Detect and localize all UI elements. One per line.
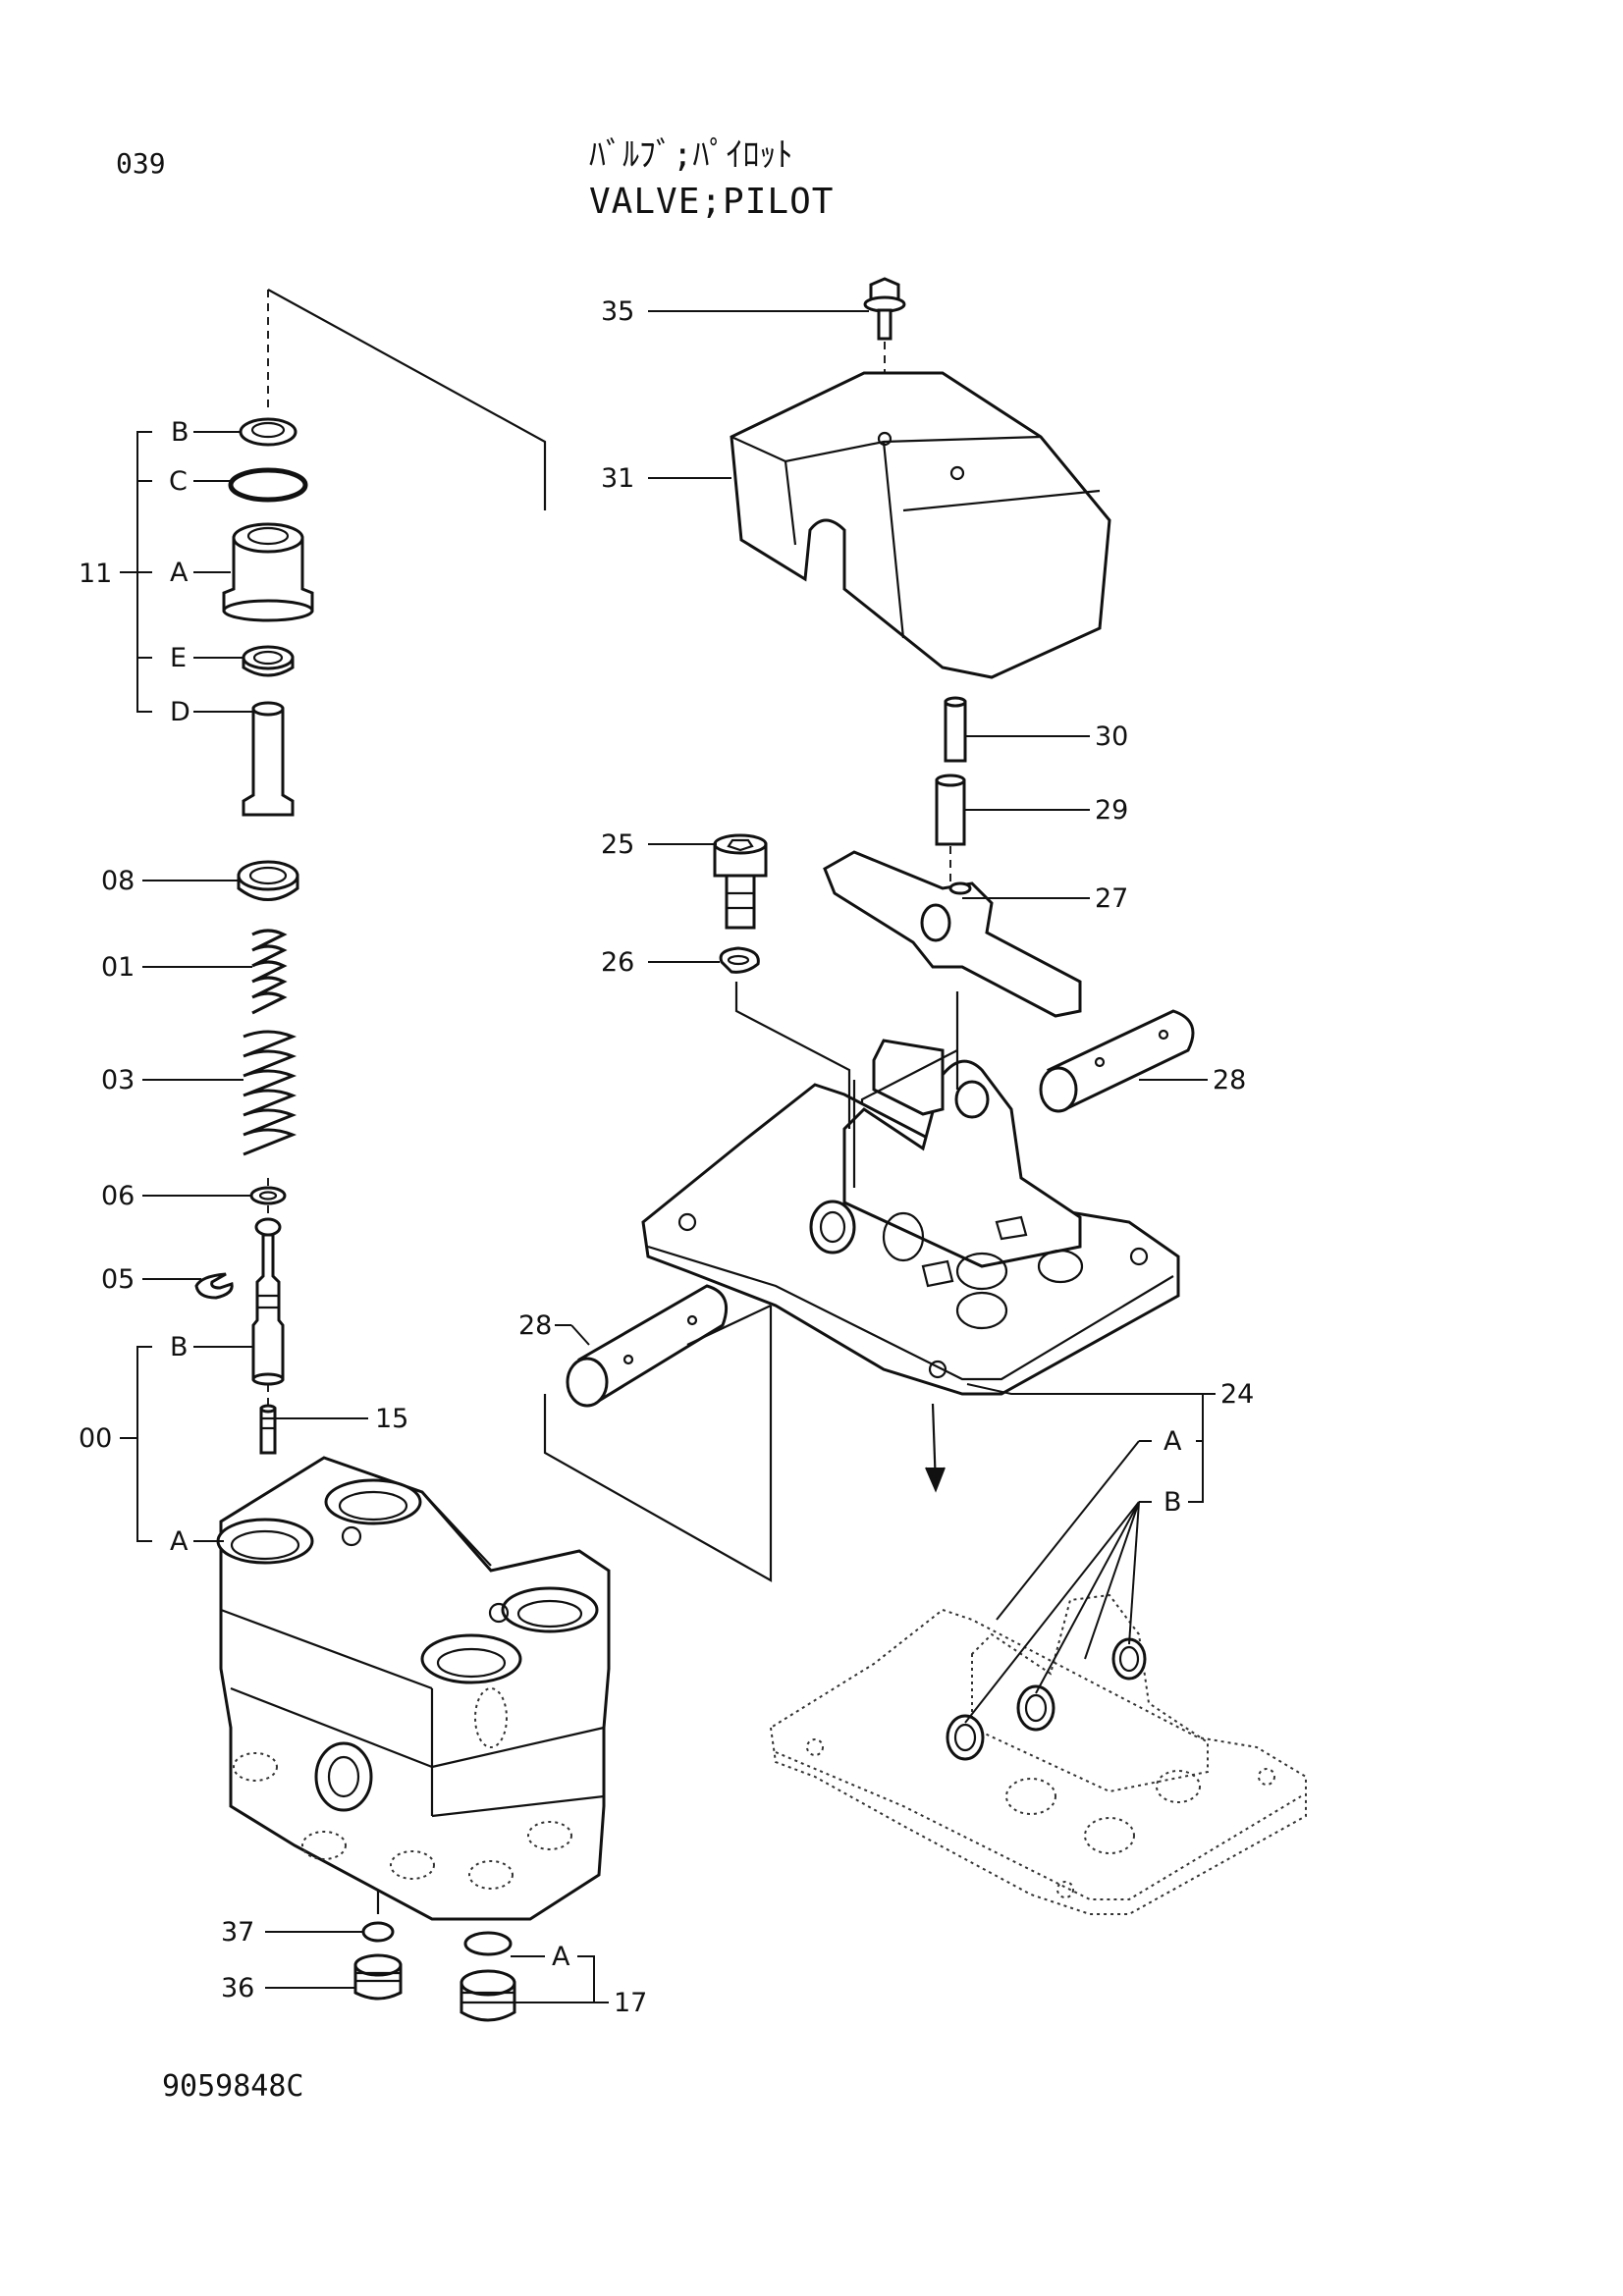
leader-lines <box>120 310 1216 2003</box>
part-24-base <box>641 1039 1180 1396</box>
page-number: 039 <box>116 147 166 180</box>
guide-lines-right <box>543 982 959 1582</box>
callout-28-lower: 28 <box>518 1310 552 1341</box>
callout-11-c: C <box>169 466 188 497</box>
callout-29: 29 <box>1095 795 1128 826</box>
part-03-spring <box>243 1030 298 1156</box>
callout-00-b: B <box>170 1332 189 1362</box>
callout-11-a: A <box>170 558 189 588</box>
down-arrow-icon <box>925 1403 946 1493</box>
part-36-plug <box>353 1953 403 2001</box>
callout-28-upper: 28 <box>1213 1065 1246 1095</box>
part-17a-oring <box>463 1931 513 1956</box>
part-11e-ring <box>242 645 295 677</box>
callout-26: 26 <box>601 947 634 978</box>
part-11c-oring <box>228 467 308 503</box>
callout-30: 30 <box>1095 721 1128 752</box>
part-11b-ring <box>239 417 298 447</box>
part-31-cover <box>730 371 1111 679</box>
callout-27: 27 <box>1095 883 1128 914</box>
callout-11: 11 <box>79 559 112 589</box>
part-30-pin <box>944 696 967 763</box>
callout-01: 01 <box>101 952 135 983</box>
title-english: VALVE;PILOT <box>589 182 835 222</box>
drawing-number: 9059848C <box>162 2069 304 2104</box>
part-37-oring <box>361 1921 395 1943</box>
callout-24-b: B <box>1163 1487 1182 1518</box>
callout-24: 24 <box>1220 1379 1254 1410</box>
part-05-clip <box>194 1272 234 1300</box>
part-11d-sleeve <box>242 701 295 817</box>
callout-17: 17 <box>614 1988 647 2018</box>
part-15-pin <box>259 1404 277 1455</box>
part-25-capscrew <box>713 833 768 930</box>
callout-36: 36 <box>221 1973 254 2003</box>
part-28-lower-pin <box>566 1284 728 1408</box>
callout-00-a: A <box>170 1526 189 1557</box>
callout-37: 37 <box>221 1917 254 1948</box>
part-08-cap <box>237 860 299 901</box>
part-00b-spool <box>251 1217 285 1386</box>
part-26-washer <box>719 946 760 974</box>
part-00a-valve-body <box>216 1456 611 1921</box>
callout-05: 05 <box>101 1264 135 1295</box>
callout-35: 35 <box>601 296 634 327</box>
callout-06: 06 <box>101 1181 135 1211</box>
part-17-plug <box>460 1969 516 2022</box>
callout-24-a: A <box>1163 1426 1182 1457</box>
part-06-washer <box>249 1186 287 1205</box>
callout-15: 15 <box>375 1404 408 1434</box>
part-35-bolt <box>863 277 906 432</box>
part-24-base-phantom <box>769 1593 1307 1915</box>
part-27-lever <box>823 850 1082 1018</box>
callout-31: 31 <box>601 463 634 494</box>
callout-25: 25 <box>601 829 634 860</box>
callout-03: 03 <box>101 1065 135 1095</box>
part-29-pin <box>935 774 966 883</box>
callout-labels: 11 B C A E D 08 01 03 06 05 00 B A 15 37… <box>79 296 1254 2018</box>
callout-17-a: A <box>552 1942 570 1972</box>
callout-00: 00 <box>79 1423 112 1454</box>
title-japanese: ﾊﾞﾙﾌﾞ;ﾊﾟｲﾛｯﾄ <box>589 135 793 175</box>
callout-08: 08 <box>101 866 135 896</box>
part-11a-bushing <box>222 522 314 622</box>
callout-11-e: E <box>170 643 187 673</box>
callout-11-b: B <box>171 417 189 448</box>
part-28-upper-pin <box>1039 1009 1195 1113</box>
callout-11-d: D <box>170 697 190 727</box>
part-01-spring <box>251 929 288 1015</box>
